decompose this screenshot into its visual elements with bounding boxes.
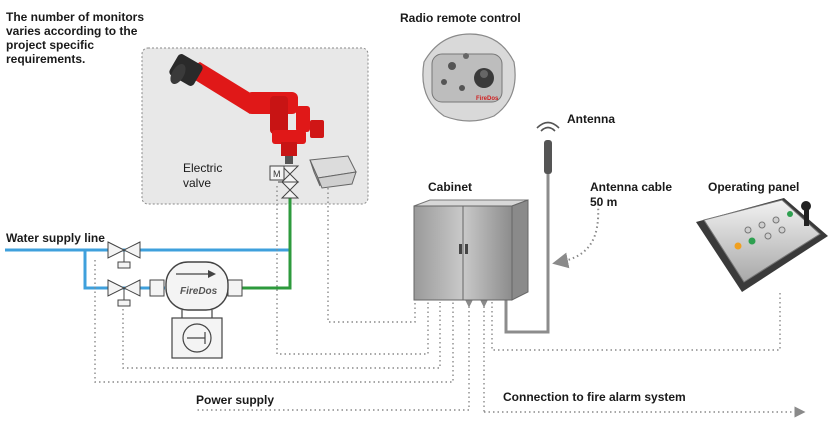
control-wiring [94,186,806,418]
water-supply-label: Water supply line [6,231,105,245]
antenna-cable-label: Antenna cable [590,180,673,194]
cabinet-icon [413,199,529,301]
flow-meter-icon: FireDos [149,261,243,311]
supply-valve-top-icon [107,241,141,269]
power-supply-label: Power supply [196,393,275,407]
antenna-cable-length: 50 m [590,195,618,209]
antenna-icon [536,121,560,174]
fire-monitor-icon [169,54,324,164]
tray-icon [309,155,357,189]
monitors-note: The number of monitors varies according … [6,10,144,66]
electric-valve-icon: M [269,165,300,199]
radio-remote-icon: FireDos [422,33,516,122]
water-supply-pipe [5,248,290,290]
radio-remote-label: Radio remote control [400,11,521,25]
antenna-label: Antenna [567,112,615,126]
valve-motor-label: M [273,169,281,179]
monitor-feed-pipe [228,192,292,290]
fire-alarm-label: Connection to fire alarm system [503,390,686,404]
electric-valve-label: Electric valve [183,161,223,190]
pump-icon [171,310,223,359]
operating-panel-icon [696,198,828,292]
remote-brand: FireDos [476,96,499,102]
antenna-cable [504,172,550,334]
supply-valve-bottom-icon [107,279,141,307]
cabinet-label: Cabinet [428,180,473,194]
meter-brand: FireDos [180,286,218,297]
operating-panel-label: Operating panel [708,180,800,194]
